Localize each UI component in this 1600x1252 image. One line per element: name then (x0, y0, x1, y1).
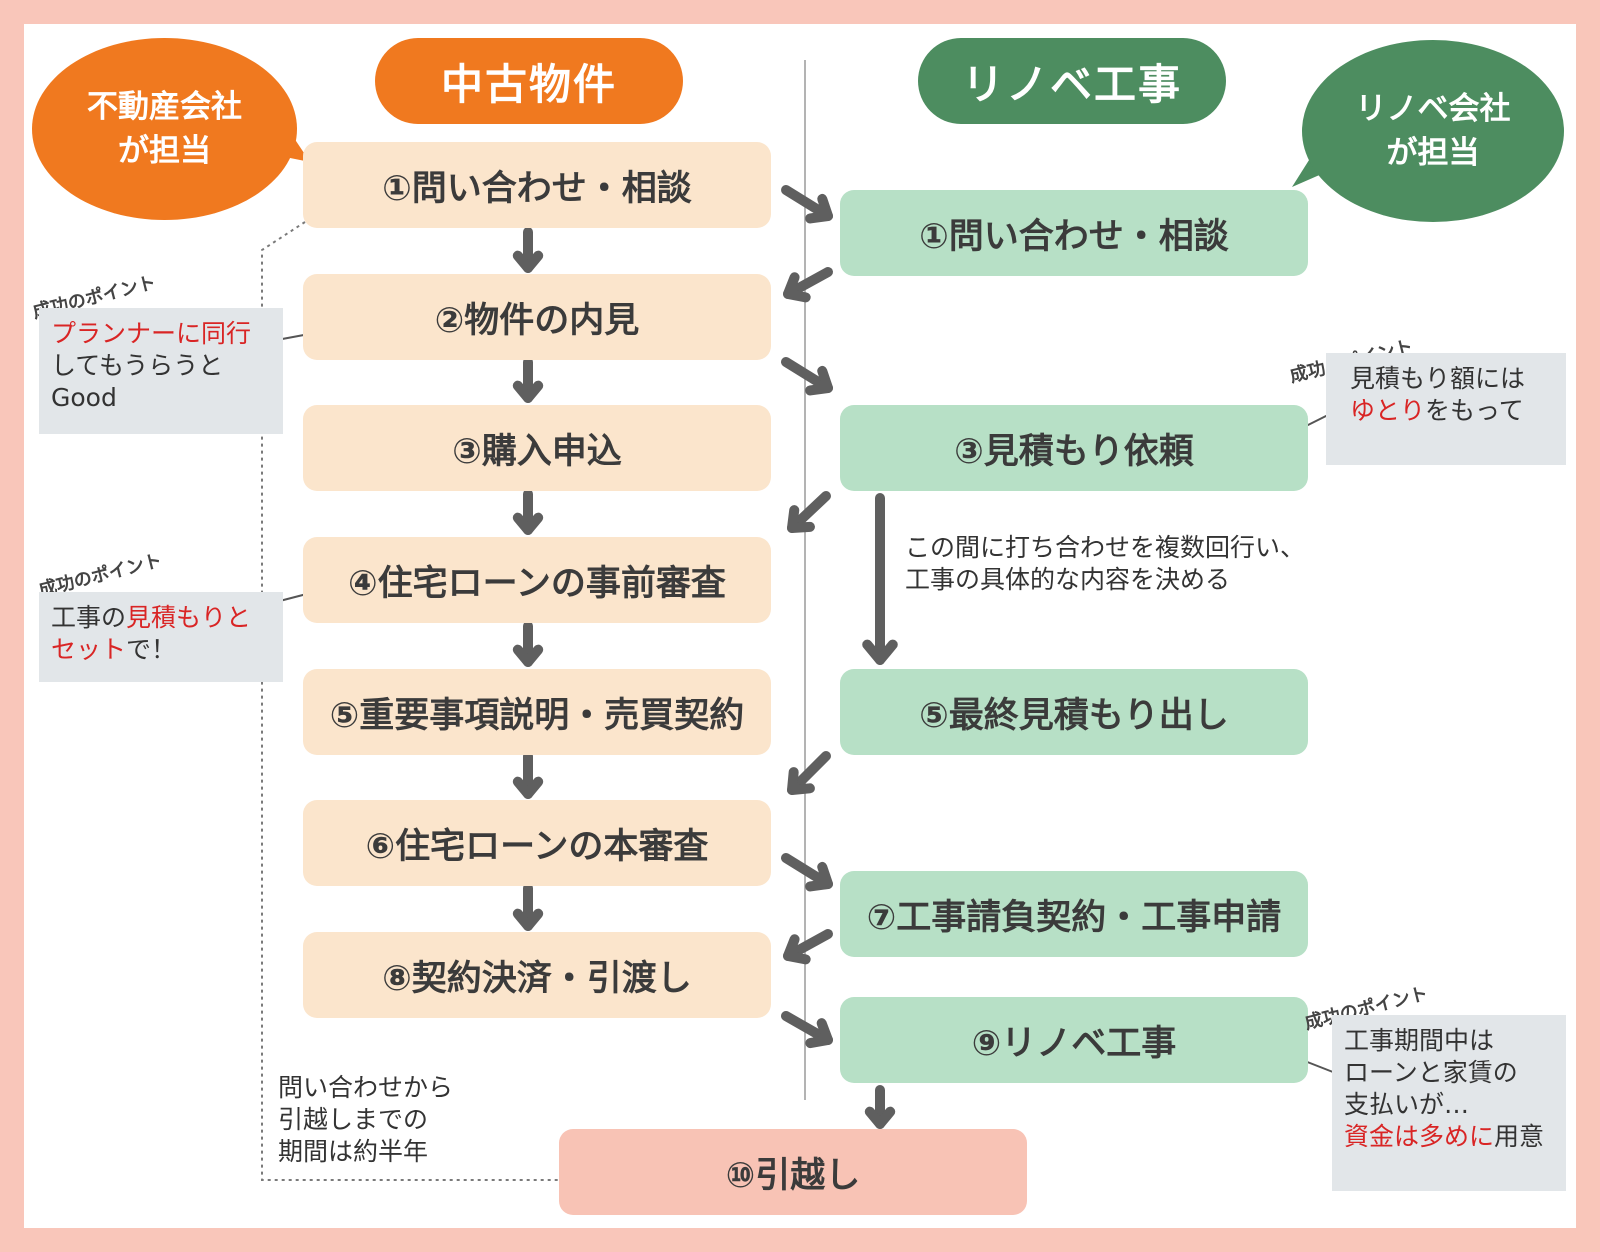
right-step-5: ⑤最終見積もり出し (840, 669, 1308, 755)
diag-arrow-r2 (781, 357, 833, 396)
bubble-left-line2: が担当 (118, 133, 211, 169)
left-step-5: ⑤重要事項説明・売買契約 (303, 669, 771, 755)
tip-4-highlight: 資金は多めに (1344, 1122, 1495, 1151)
right-step-9: ⑨リノベ工事 (840, 997, 1308, 1083)
meeting-note: この間に打ち合わせを複数回行い、 工事の具体的な内容を決める (905, 532, 1305, 596)
header-used-property: 中古物件 (375, 38, 683, 124)
right-step-3: ③見積もり依頼 (840, 405, 1308, 491)
bubble-right-line2: が担当 (1386, 135, 1480, 171)
diag-arrow-r3 (781, 853, 833, 892)
right-step-7: ⑦工事請負契約・工事申請 (840, 871, 1308, 957)
diag-arrow-r1 (781, 185, 833, 224)
tip-1-highlight: プランナーに同行 (51, 319, 252, 348)
down-arrow-left-4 (512, 621, 544, 667)
tip-2-pre: 工事の (51, 603, 127, 632)
tip-note-estimate-margin: 見積もり額には ゆとりをもって (1326, 353, 1566, 465)
tip-note-planner: プランナーに同行 してもうらうと Good (39, 308, 283, 434)
tip-2-highlight-2: セット (51, 635, 127, 664)
bubble-left-line1: 不動産会社 (87, 89, 242, 125)
tip-1-line2: してもうらうと (51, 351, 224, 380)
meeting-note-line1: この間に打ち合わせを複数回行い、 (905, 533, 1306, 562)
down-arrow-to-move (864, 1085, 896, 1129)
down-arrow-left-2 (512, 357, 544, 403)
left-step-8: ⑧契約決済・引渡し (303, 932, 771, 1018)
left-step-3: ③購入申込 (303, 405, 771, 491)
diag-arrow-l1 (783, 267, 833, 303)
tip-2-highlight-1: 見積もりと (126, 603, 252, 632)
renovation-company-bubble: リノベ会社 が担当 (1302, 40, 1564, 222)
down-arrow-left-3 (512, 489, 544, 535)
left-step-2: ②物件の内見 (303, 274, 771, 360)
duration-note-line3: 期間は約半年 (278, 1137, 429, 1166)
tip-3-line1: 見積もり額には (1350, 364, 1526, 393)
tip-4-line1: 工事期間中は (1344, 1026, 1495, 1055)
long-down-arrow-meetings (862, 493, 898, 665)
left-step-1: ①問い合わせ・相談 (303, 142, 771, 228)
duration-note-line2: 引越しまでの (278, 1105, 429, 1134)
down-arrow-left-6 (512, 883, 544, 931)
tip-3-post: をもって (1425, 396, 1524, 425)
duration-note-line1: 問い合わせから (278, 1073, 454, 1102)
left-step-6: ⑥住宅ローンの本審査 (303, 800, 771, 886)
diag-arrow-r4 (781, 1011, 833, 1049)
left-step-4: ④住宅ローンの事前審査 (303, 537, 771, 623)
bubble-right-line1: リノベ会社 (1355, 91, 1511, 127)
diag-arrow-l2 (787, 491, 831, 533)
tip-note-funds: 工事期間中は ローンと家賃の 支払いが… 資金は多めに用意 (1332, 1015, 1566, 1191)
tip-4-post: 用意 (1494, 1122, 1545, 1151)
meeting-note-line2: 工事の具体的な内容を決める (905, 565, 1231, 594)
tip-note-estimate-set: 工事の見積もりと セットで！ (39, 592, 283, 682)
down-arrow-left-1 (512, 227, 544, 273)
tip-3-highlight: ゆとり (1350, 396, 1426, 425)
duration-note: 問い合わせから 引越しまでの 期間は約半年 (278, 1072, 453, 1168)
diag-arrow-l4 (783, 929, 833, 965)
down-arrow-left-5 (512, 751, 544, 799)
tip-4-line3: 支払いが… (1344, 1090, 1470, 1119)
tip-2-post: で！ (126, 635, 177, 664)
tip-4-line2: ローンと家賃の (1344, 1058, 1518, 1087)
final-step-moving: ⑩引越し (559, 1129, 1027, 1215)
header-renovation: リノベ工事 (918, 38, 1226, 124)
tip-1-line3: Good (51, 383, 117, 412)
diag-arrow-l3 (787, 751, 831, 795)
realestate-company-bubble: 不動産会社 が担当 (32, 38, 297, 220)
right-step-1: ①問い合わせ・相談 (840, 190, 1308, 276)
